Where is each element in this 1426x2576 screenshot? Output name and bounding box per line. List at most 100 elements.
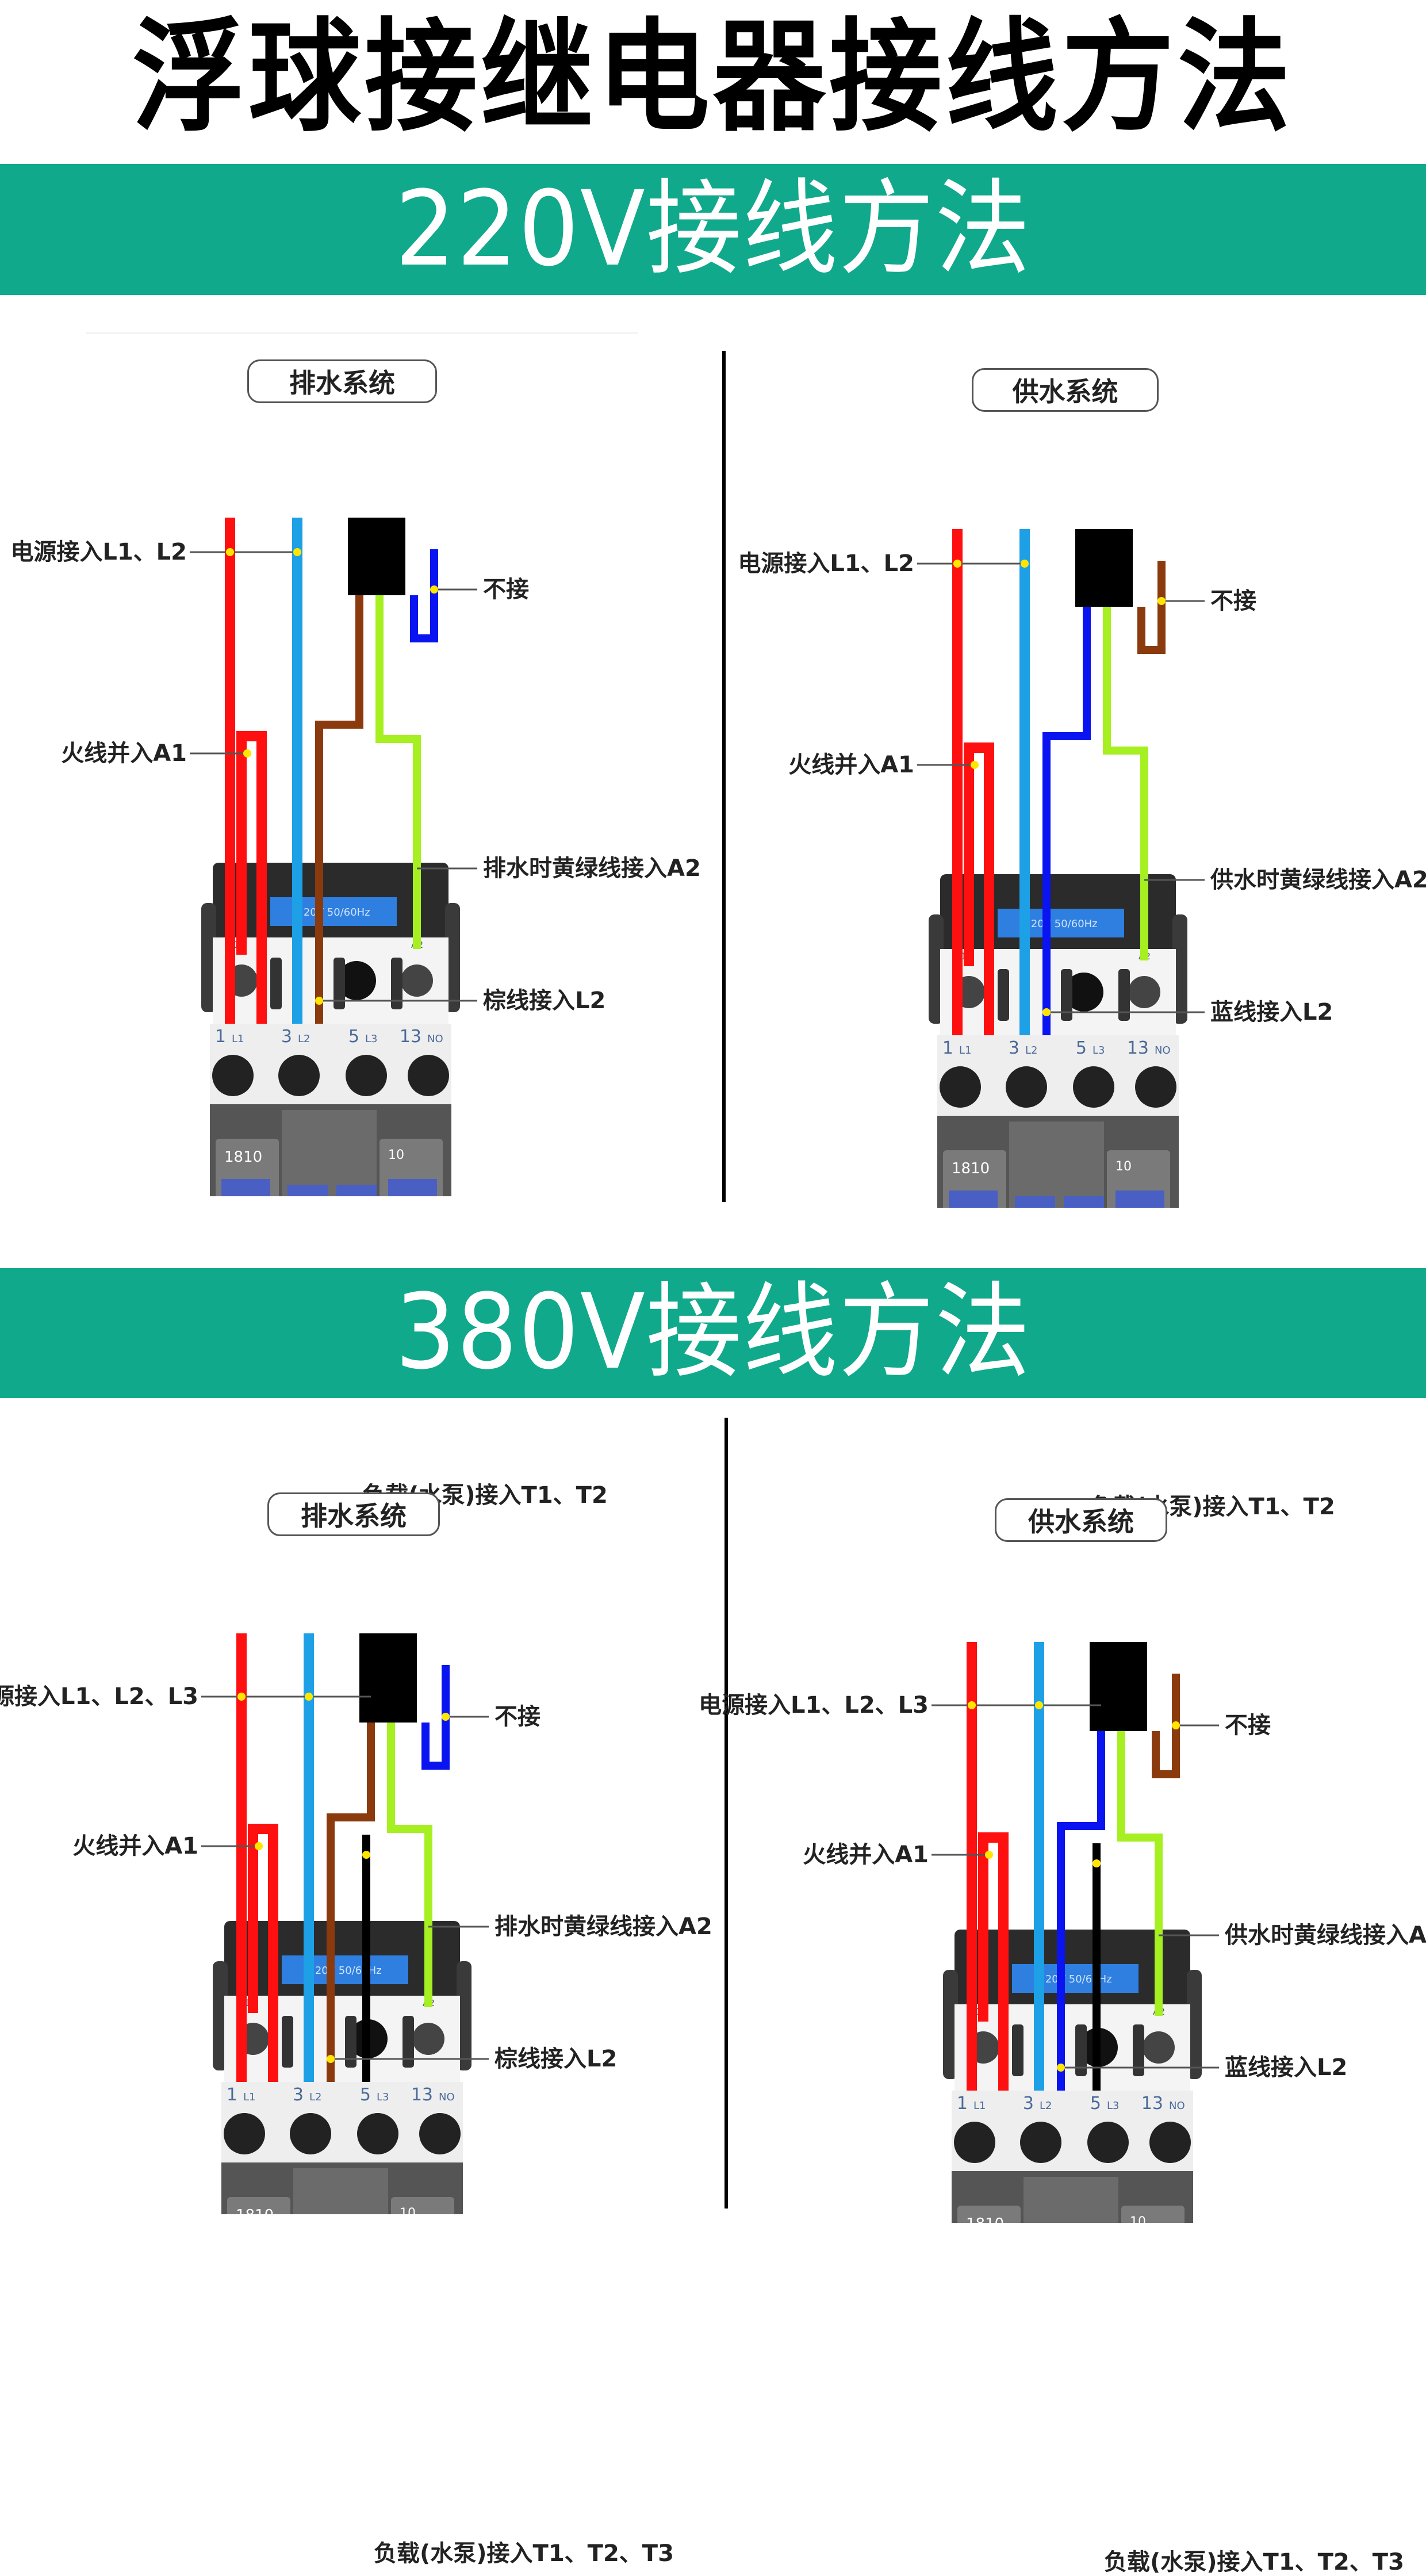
terminal-screw bbox=[408, 1055, 449, 1096]
coil-rating-text: 220V 50/60Hz bbox=[308, 1965, 381, 1977]
label-not-connected: 不接 bbox=[1210, 588, 1256, 614]
terminal-number: 3 bbox=[281, 1027, 292, 1047]
page-title: 浮球接继电器接线方法 bbox=[132, 6, 1294, 149]
blue-indicator bbox=[288, 1185, 328, 1196]
model-text: 1810 bbox=[966, 2215, 1004, 2223]
junction-dot bbox=[1042, 1008, 1051, 1016]
coil-rating-text: 220V 50/60Hz bbox=[1038, 1973, 1111, 1985]
terminal-screw bbox=[1073, 1066, 1114, 1108]
coil-rating-plate bbox=[1012, 1964, 1138, 1993]
blue-indicator bbox=[336, 1185, 377, 1196]
window-center bbox=[282, 1110, 377, 1196]
side-clip bbox=[213, 1961, 228, 2070]
terminal-number: 5 bbox=[360, 2085, 371, 2105]
terminal-name: L2 bbox=[298, 1033, 310, 1045]
terminal-screw bbox=[212, 1055, 254, 1096]
side-clip bbox=[1172, 914, 1187, 1024]
terminal-name: NO bbox=[1169, 2100, 1185, 2112]
terminal-screw bbox=[1020, 2122, 1061, 2163]
label-not-connected: 不接 bbox=[494, 1704, 540, 1730]
junction-dot bbox=[985, 1851, 993, 1859]
wire-live-a1-loop bbox=[964, 742, 994, 1035]
diagram-group: 220V 50/60HzA1A21L13L25L313NO1810102T14T… bbox=[201, 1633, 489, 2214]
label-live-to-a1: 火线并入A1 bbox=[72, 1833, 198, 1859]
side-clip bbox=[1187, 1970, 1202, 2079]
screw-center bbox=[1064, 973, 1103, 1012]
terminal-name: L2 bbox=[1025, 1044, 1037, 1057]
system-label-pill: 供水系统 bbox=[995, 1498, 1167, 1542]
terminal-number: 13 bbox=[1127, 1038, 1149, 1058]
label-power-input: 电源接入L1、L2 bbox=[738, 550, 914, 577]
wire-live-a1-loop bbox=[978, 1832, 1009, 2091]
terminal-name: L1 bbox=[232, 1033, 244, 1045]
wire-float-blue-to-l2 bbox=[1057, 1731, 1105, 2091]
wiring-diagram-drain-220: 220V 50/60HzA1A21L13L25L313NO1810102T14T… bbox=[190, 518, 477, 1196]
blue-indicator bbox=[1015, 1196, 1055, 1208]
label-not-connected: 不接 bbox=[483, 576, 529, 603]
side-clip bbox=[457, 1961, 471, 2070]
terminal-number: 5 bbox=[348, 1027, 359, 1047]
junction-dot bbox=[362, 1851, 370, 1859]
junction-dot bbox=[305, 1693, 313, 1701]
coil-rating-text: 220V 50/60Hz bbox=[1024, 918, 1097, 930]
aux-label-text: 10 bbox=[1130, 2215, 1146, 2223]
junction-dot bbox=[226, 548, 234, 556]
junction-dot bbox=[255, 1842, 263, 1850]
junction-dot bbox=[1021, 560, 1029, 568]
terminal-divider bbox=[998, 969, 1009, 1021]
diagram-group: 220V 50/60HzA1A21L13L25L313NO1810102T14T… bbox=[190, 518, 477, 1196]
label-power-input: 电源接入L1、L2 bbox=[10, 539, 187, 565]
contactor: 220V 50/60HzA1A21L13L25L313NO1810102T14T… bbox=[943, 1930, 1202, 2223]
terminal-name: L3 bbox=[365, 1033, 377, 1045]
wiring-diagram-drain-380: 220V 50/60HzA1A21L13L25L313NO1810102T14T… bbox=[201, 1633, 489, 2214]
screw-a2 bbox=[1143, 2031, 1175, 2064]
terminal-name: NO bbox=[427, 1033, 443, 1045]
terminal-name: L1 bbox=[243, 2091, 255, 2103]
terminal-screw bbox=[357, 2113, 398, 2154]
label-yellow-green-a2: 供水时黄绿线接入A2 bbox=[1210, 867, 1426, 893]
diagram-group: 220V 50/60HzA1A21L13L25L313NO1810102T14T… bbox=[931, 1642, 1219, 2223]
terminal-number: 3 bbox=[1009, 1038, 1019, 1058]
wire-yellow-green-to-a2 bbox=[1117, 1731, 1163, 2016]
terminal-name: L2 bbox=[309, 2091, 321, 2103]
terminal-divider bbox=[270, 958, 282, 1009]
panel-separator bbox=[722, 351, 726, 1202]
terminal-number: 1 bbox=[942, 1038, 953, 1058]
terminal-number: 3 bbox=[1023, 2093, 1034, 2114]
terminal-number: 1 bbox=[215, 1027, 226, 1047]
label-l2-wire: 棕线接入L2 bbox=[483, 987, 606, 1014]
top-terminal-row bbox=[221, 2082, 463, 2162]
float-switch-icon bbox=[1075, 529, 1133, 607]
label-l2-wire: 蓝线接入L2 bbox=[1210, 999, 1333, 1025]
junction-dot bbox=[293, 548, 301, 556]
terminal-screw bbox=[1149, 2122, 1191, 2163]
terminal-name: NO bbox=[1155, 1044, 1171, 1057]
terminal-name: L3 bbox=[377, 2091, 389, 2103]
terminal-divider bbox=[1133, 2024, 1144, 2076]
terminal-screw bbox=[1087, 2122, 1129, 2163]
label-load-pump: 负载(水泵)接入T1、T2、T3 bbox=[374, 2540, 674, 2567]
screw-a2 bbox=[412, 2023, 444, 2055]
system-label-pill: 排水系统 bbox=[247, 359, 437, 403]
terminal-number: 3 bbox=[293, 2085, 304, 2105]
wire-live-a1-loop bbox=[236, 731, 267, 1024]
terminal-name: L3 bbox=[1092, 1044, 1105, 1057]
label-power-input: 电源接入L1、L2、L3 bbox=[699, 1692, 929, 1718]
terminal-screw bbox=[290, 2113, 331, 2154]
terminal-screw bbox=[346, 1055, 387, 1096]
junction-dot bbox=[243, 749, 251, 757]
aux-label-text: 10 bbox=[400, 2206, 416, 2214]
side-clip bbox=[943, 1970, 958, 2079]
wire-unused-brown bbox=[1137, 561, 1166, 654]
terminal-name: L1 bbox=[973, 2100, 986, 2112]
top-terminal-row bbox=[952, 2091, 1193, 2171]
junction-dot bbox=[237, 1693, 246, 1701]
model-text: 1810 bbox=[236, 2207, 274, 2214]
contactor: 220V 50/60HzA1A21L13L25L313NO1810102T14T… bbox=[929, 874, 1187, 1208]
terminal-number: 1 bbox=[957, 2093, 968, 2114]
contactor: 220V 50/60HzA1A21L13L25L313NO1810102T14T… bbox=[213, 1921, 471, 2214]
label-power-input: 电源接入L1、L2、L3 bbox=[0, 1683, 198, 1710]
section-banner-380v-label: 380V接线方法 bbox=[394, 1272, 1032, 1392]
label-yellow-green-a2: 排水时黄绿线接入A2 bbox=[483, 855, 701, 882]
side-clip bbox=[929, 914, 944, 1024]
